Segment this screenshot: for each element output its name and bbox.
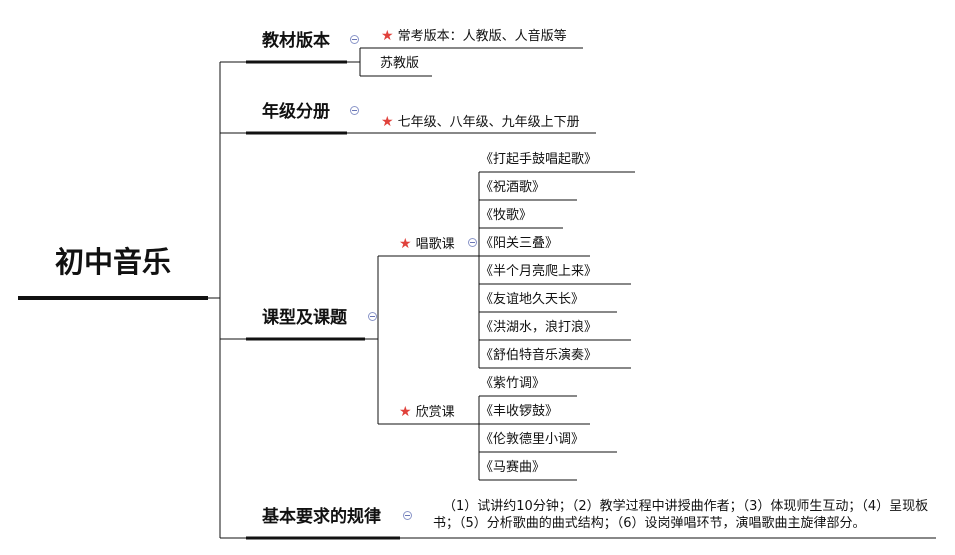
topic-label: 七年级、八年级、九年级上下册: [397, 115, 580, 130]
song-item[interactable]: 《打起手鼓唱起歌》: [480, 153, 597, 166]
branch-label: 年级分册: [262, 102, 330, 122]
star-icon: ★: [381, 28, 394, 44]
song-item[interactable]: 《友谊地久天长》: [480, 293, 584, 306]
song-item[interactable]: 《洪湖水，浪打浪》: [480, 321, 597, 334]
song-item[interactable]: 《牧歌》: [480, 209, 532, 222]
branch-label: 基本要求的规律: [262, 507, 381, 527]
collapse-icon[interactable]: [468, 238, 477, 247]
star-icon: ★: [399, 404, 412, 420]
song-label: 《友谊地久天长》: [480, 292, 585, 307]
collapse-icon[interactable]: [403, 511, 412, 520]
topic-label: 唱歌课: [415, 237, 455, 252]
song-item[interactable]: 《丰收锣鼓》: [480, 405, 558, 418]
star-icon: ★: [399, 236, 412, 252]
branch-basic-requirements[interactable]: 基本要求的规律: [262, 509, 381, 526]
topic-label: 苏教版: [380, 56, 420, 71]
branch-grade-volumes[interactable]: 年级分册: [262, 104, 330, 121]
song-label: 《紫竹调》: [480, 376, 546, 391]
song-label: 《阳关三叠》: [480, 236, 559, 251]
song-item[interactable]: 《伦敦德里小调》: [480, 433, 584, 446]
song-label: 《打起手鼓唱起歌》: [480, 152, 598, 167]
collapse-icon[interactable]: [350, 106, 359, 115]
song-item[interactable]: 《马赛曲》: [480, 461, 545, 474]
song-label: 《牧歌》: [480, 208, 533, 223]
collapse-icon[interactable]: [350, 35, 359, 44]
song-item[interactable]: 《半个月亮爬上来》: [480, 265, 597, 278]
branch-lesson-types[interactable]: 课型及课题: [262, 310, 347, 327]
topic-singing-lesson[interactable]: ★唱歌课: [399, 237, 455, 251]
song-label: 《马赛曲》: [480, 460, 546, 475]
song-label: 《祝酒歌》: [480, 180, 546, 195]
song-label: 《伦敦德里小调》: [480, 432, 585, 447]
collapse-icon[interactable]: [368, 312, 377, 321]
topic-label: 欣赏课: [415, 405, 455, 420]
branch-label: 课型及课题: [262, 308, 347, 328]
requirements-note[interactable]: （1）试讲约10分钟；（2）教学过程中讲授曲作者；（3）体现师生互动；（4）呈现…: [433, 499, 929, 531]
song-item[interactable]: 《祝酒歌》: [480, 181, 545, 194]
song-label: 《舒伯特音乐演奏》: [480, 348, 598, 363]
song-item[interactable]: 《紫竹调》: [480, 377, 545, 390]
topic-common-editions[interactable]: ★常考版本：人教版、人音版等: [381, 29, 567, 43]
song-label: 《丰收锣鼓》: [480, 404, 559, 419]
root-topic[interactable]: 初中音乐: [55, 248, 171, 277]
topic-su-edition[interactable]: 苏教版: [380, 57, 419, 70]
song-item[interactable]: 《阳关三叠》: [480, 237, 558, 250]
star-icon: ★: [381, 114, 394, 130]
song-item[interactable]: 《舒伯特音乐演奏》: [480, 349, 597, 362]
song-label: 《半个月亮爬上来》: [480, 264, 598, 279]
branch-label: 教材版本: [262, 31, 330, 51]
song-label: 《洪湖水，浪打浪》: [480, 320, 598, 335]
root-topic-label: 初中音乐: [55, 245, 172, 279]
topic-label: 常考版本：人教版、人音版等: [397, 29, 567, 44]
topic-appreciation-lesson[interactable]: ★欣赏课: [399, 405, 455, 419]
branch-textbook-edition[interactable]: 教材版本: [262, 33, 330, 50]
topic-grades[interactable]: ★七年级、八年级、九年级上下册: [381, 115, 580, 129]
